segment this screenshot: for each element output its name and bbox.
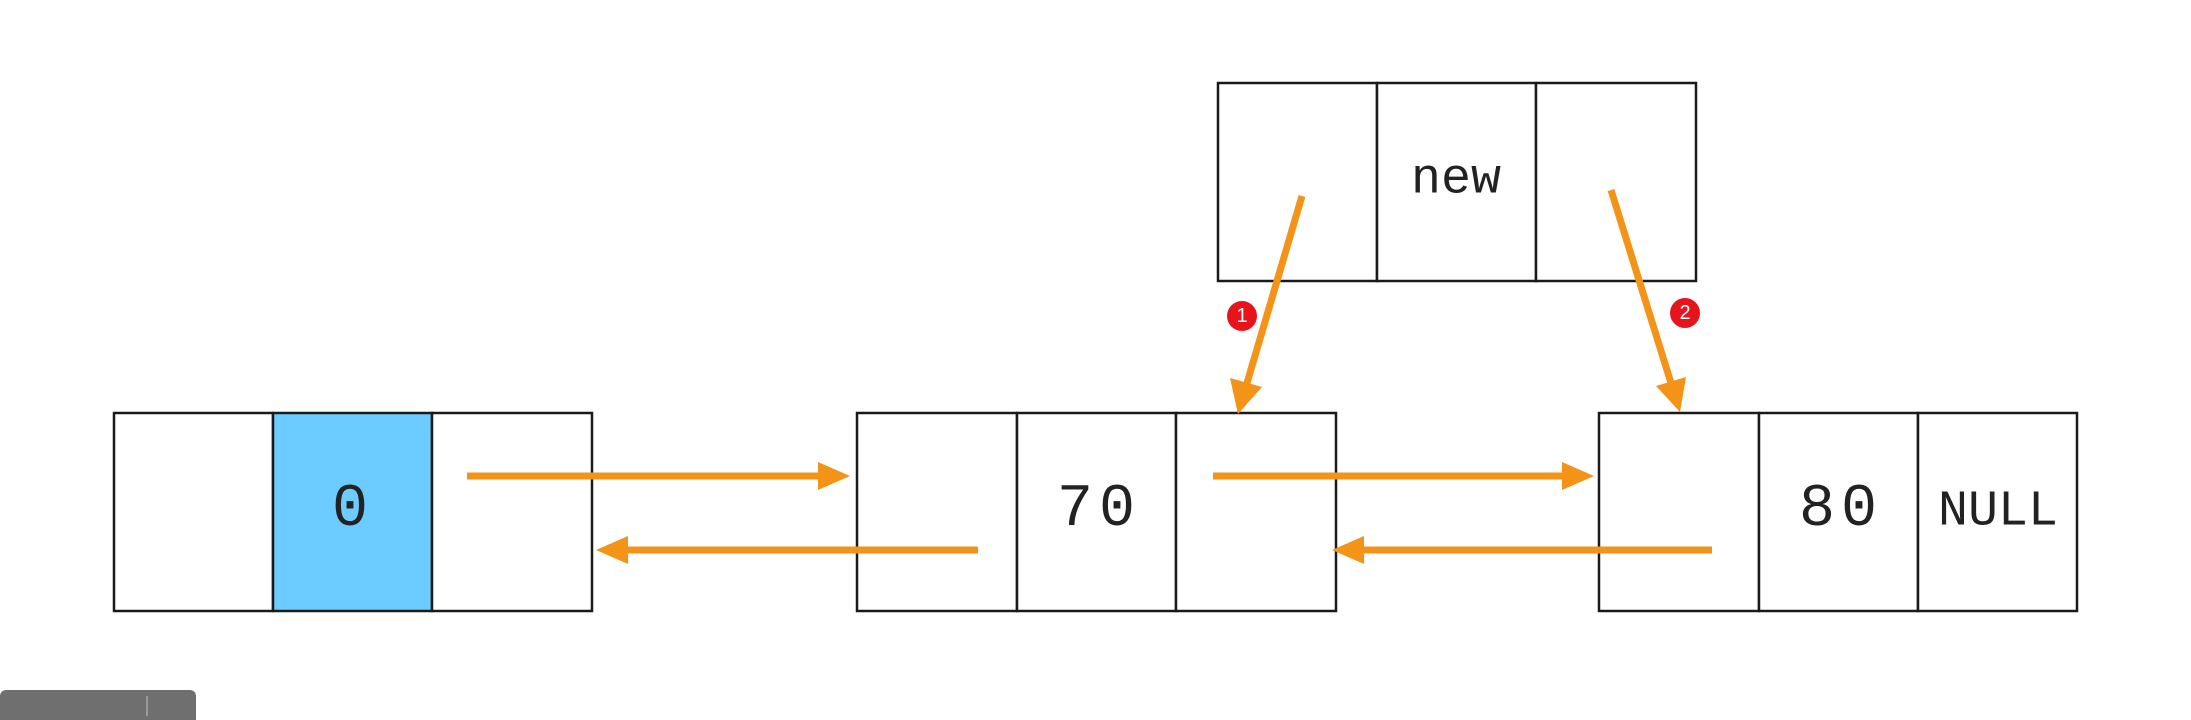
step-badge-2-label: 2 — [1679, 302, 1690, 324]
node-80: 80 NULL — [1597, 411, 2079, 613]
node-new-data-cell — [1375, 81, 1538, 283]
node-new-prev-cell — [1216, 81, 1379, 283]
node-80-data-cell — [1757, 411, 1920, 613]
step-badge-1: 1 — [1227, 301, 1257, 331]
node-70-prev-cell — [855, 411, 1019, 613]
node-new: new — [1216, 81, 1698, 283]
node-80-value: 80 — [1799, 476, 1883, 544]
step-badge-2: 2 — [1670, 298, 1700, 328]
control-divider — [146, 696, 148, 716]
player-control-bar[interactable] — [0, 690, 196, 720]
arrow-70-to-head — [596, 536, 978, 564]
arrow-80-to-70 — [1332, 536, 1712, 564]
arrow-head-to-70 — [467, 462, 850, 490]
node-70-data-cell — [1015, 411, 1178, 613]
node-head: 0 — [112, 411, 594, 613]
node-80-next-null: NULL — [1938, 484, 2058, 541]
arrow-new-to-70 — [1230, 195, 1306, 414]
node-head-value: 0 — [332, 476, 374, 544]
node-head-next-cell — [430, 411, 594, 613]
node-new-next-cell — [1534, 81, 1698, 283]
node-70-value: 70 — [1057, 476, 1141, 544]
node-70: 70 — [855, 411, 1338, 613]
node-80-next-cell — [1916, 411, 2079, 613]
arrow-new-to-80 — [1607, 188, 1686, 412]
node-head-prev-cell — [112, 411, 275, 613]
step-badge-1-label: 1 — [1236, 305, 1247, 327]
arrow-70-to-80 — [1213, 462, 1594, 490]
node-80-prev-cell — [1597, 411, 1761, 613]
node-70-next-cell — [1174, 411, 1338, 613]
node-new-value: new — [1411, 152, 1501, 209]
node-head-data-cell — [271, 411, 434, 613]
